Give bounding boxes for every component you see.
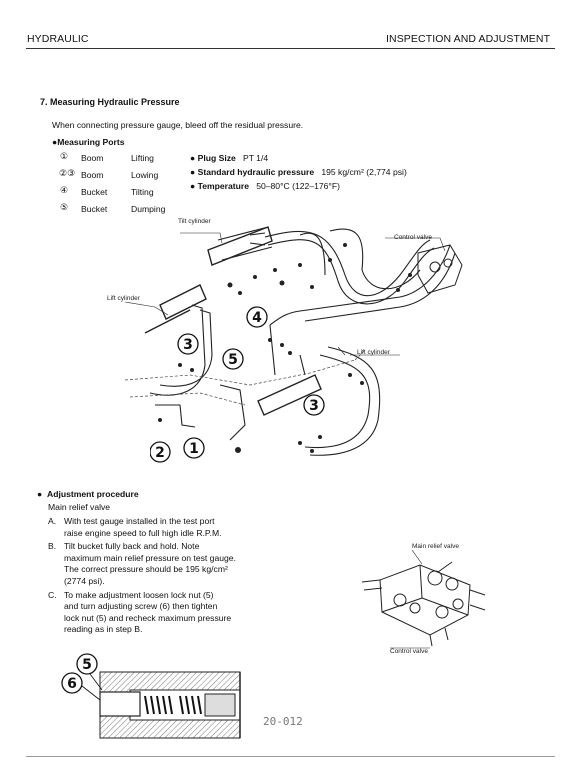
control-valve-figure-label: Control valve [390, 648, 428, 655]
port-number: ⑤ [60, 203, 69, 213]
control-valve-drawing [361, 550, 486, 649]
footer-rule [26, 756, 555, 757]
callout-1 [183, 437, 205, 459]
header-left-title: HYDRAULIC [27, 33, 89, 45]
callout-3-left-text: 3 [183, 337, 193, 353]
port-row: ②③ Boom Lowing [59, 169, 180, 186]
lift-cylinder-right-label: Lift cylinder [357, 349, 390, 356]
callout-3-right-text: 3 [309, 398, 319, 414]
header-rule [26, 48, 555, 49]
spec-value: PT 1/4 [242, 153, 269, 163]
spec-row: ● Standard hydraulic pressure 195 kg/cm²… [190, 167, 460, 181]
port-row: ① Boom Lifting [60, 152, 180, 169]
tilt-cylinder-label: Tilt cylinder [178, 218, 211, 225]
step-line: reading as in step B. [64, 624, 143, 635]
valve-body [99, 671, 241, 739]
ports-list: ① Boom Lifting ②③ Boom Lowing ④ Bucket T… [59, 152, 180, 220]
fittings [158, 243, 412, 453]
control-valve-body [417, 244, 463, 294]
port-number: ④ [60, 186, 69, 196]
spec-value: 195 kg/cm² (2,774 psi) [321, 167, 407, 177]
lift-cylinder-left-label: Lift cylinder [107, 295, 140, 302]
step-c: C. To make adjustment loosen lock nut (5… [48, 590, 278, 636]
callout-2 [150, 441, 171, 463]
spec-value: 50–80°C (122–176°F) [256, 181, 340, 191]
spec-row: ● Plug Size PT 1/4 [190, 153, 460, 167]
step-line: maximum main relief pressure on test gau… [64, 552, 236, 563]
step-letter: B. [48, 541, 57, 552]
bullet-icon: ● [190, 153, 196, 163]
port-number: ②③ [59, 169, 76, 179]
port-row: ⑤ Bucket Dumping [60, 203, 180, 220]
port-row: ④ Bucket Tilting [60, 186, 180, 203]
step-line: With test gauge installed in the test po… [64, 516, 215, 526]
diagram-callouts: 3 4 5 3 2 1 [150, 306, 325, 463]
port-name: Bucket [81, 187, 108, 197]
callout-6-adjusting-screw [61, 672, 83, 694]
port-name: Boom [81, 170, 104, 180]
step-line: (2774 psi). [64, 575, 105, 586]
step-line: raise engine speed to full high idle R.P… [64, 527, 222, 538]
control-valve-label: Control valve [394, 234, 432, 241]
step-line: To make adjustment loosen lock nut (5) [64, 589, 214, 600]
step-line: The correct pressure should be 195 kg/cm… [64, 564, 228, 575]
adjustment-subheading: Main relief valve [48, 502, 111, 512]
callout-4 [246, 306, 268, 328]
cylinders [144, 226, 322, 416]
step-line: and turn adjusting screw (6) then tighte… [64, 601, 218, 612]
callout-2-text: 2 [155, 445, 165, 461]
ports-heading: ●Measuring Ports [52, 137, 125, 147]
section-title: 7. Measuring Hydraulic Pressure [40, 97, 180, 107]
adjustment-heading: ● Adjustment procedure [37, 489, 139, 499]
callout-3-right [303, 394, 325, 416]
bullet-icon: ● [190, 181, 196, 191]
step-b: B. Tilt bucket fully back and hold. Note… [48, 541, 278, 587]
port-action: Lifting [131, 153, 154, 163]
label-leaders [124, 232, 446, 356]
callout-5-text: 5 [228, 352, 238, 368]
header-right-title: INSPECTION AND ADJUSTMENT [386, 33, 551, 45]
page-number: 20-012 [263, 715, 303, 728]
bullet-icon: ● [37, 489, 43, 499]
section-intro: When connecting pressure gauge, bleed of… [52, 120, 304, 130]
specs-list: ● Plug Size PT 1/4 ● Standard hydraulic … [190, 153, 460, 195]
step-a: A. With test gauge installed in the test… [48, 516, 278, 539]
port-action: Tilting [131, 187, 154, 197]
port-name: Bucket [81, 204, 108, 214]
callout-3-left [177, 333, 199, 355]
step-line: Tilt bucket fully back and hold. Note [64, 541, 200, 552]
callout-5 [222, 348, 244, 370]
spec-row: ● Temperature 50–80°C (122–176°F) [190, 181, 460, 195]
bullet-icon: ● [190, 167, 196, 177]
adjustment-heading-text: Adjustment procedure [46, 489, 139, 499]
spec-label: Standard hydraulic pressure [197, 167, 315, 177]
callout-4-text: 4 [252, 310, 262, 326]
callout-5-lock-nut [76, 653, 98, 675]
spec-label: Temperature [197, 181, 250, 191]
hydraulic-piping-diagram [124, 226, 463, 456]
adjustment-steps: A. With test gauge installed in the test… [48, 516, 278, 636]
callout-6-adjusting-screw-text: 6 [67, 676, 77, 692]
port-action: Dumping [131, 204, 166, 214]
port-number: ① [60, 152, 69, 162]
callout-5-lock-nut-text: 5 [82, 657, 92, 673]
port-action: Lowing [131, 170, 159, 180]
port-name: Boom [81, 153, 104, 163]
step-line: lock nut (5) and recheck maximum pressur… [64, 612, 232, 623]
step-letter: A. [48, 516, 57, 526]
step-letter: C. [48, 589, 57, 600]
callout-1-text: 1 [189, 441, 199, 457]
spec-label: Plug Size [197, 153, 236, 163]
relief-valve-cross-section: 5 6 [61, 653, 241, 739]
main-relief-valve-label: Main relief valve [412, 543, 459, 550]
